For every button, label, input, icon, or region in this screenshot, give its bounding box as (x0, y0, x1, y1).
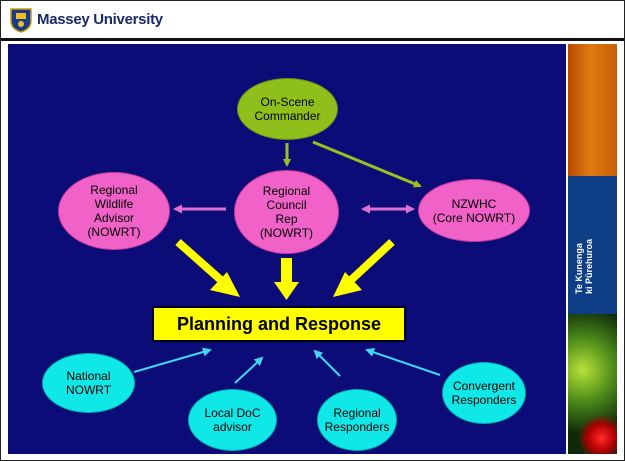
convergent-responders-node: Convergent Responders (442, 362, 526, 424)
nzwhc-node: NZWHC (Core NOWRT) (418, 179, 530, 242)
arrow-national (133, 347, 212, 373)
arrow-commander-to-nzwhc (312, 140, 422, 188)
national-nowrt-label: National NOWRT (65, 369, 112, 397)
university-crest-icon (10, 8, 32, 33)
blue-band (568, 176, 617, 314)
national-nowrt-node: National NOWRT (42, 353, 135, 413)
regional-wildlife-advisor-label: Regional Wildlife Advisor (NOWRT) (87, 183, 141, 239)
decorative-sidebar: Te Kunenga ki Pūrehuroa (568, 44, 617, 454)
brand-name: Massey University (37, 11, 163, 28)
red-flower-image (578, 414, 617, 454)
yellow-arrow-right (333, 239, 395, 297)
orange-texture (568, 44, 617, 176)
arrow-local-doc (234, 356, 264, 384)
header: Massey University (1, 1, 624, 39)
arrow-convergent (365, 348, 441, 376)
nzwhc-label: NZWHC (Core NOWRT) (432, 196, 516, 225)
regional-council-rep-label: Regional Council Rep (NOWRT) (259, 184, 314, 240)
yellow-arrow-center (274, 258, 299, 300)
regional-responders-node: Regional Responders (317, 389, 397, 451)
yellow-arrow-left (175, 239, 240, 297)
convergent-responders-label: Convergent Responders (451, 379, 517, 407)
arrow-regional-responders (313, 349, 341, 377)
on-scene-commander-label: On-Scene Commander (254, 95, 321, 123)
planning-and-response-box: Planning and Response (152, 306, 406, 342)
regional-council-rep-node: Regional Council Rep (NOWRT) (234, 170, 339, 254)
local-doc-advisor-node: Local DoC advisor (188, 389, 277, 451)
local-doc-advisor-label: Local DoC advisor (204, 406, 261, 434)
regional-responders-label: Regional Responders (324, 406, 390, 434)
on-scene-commander-node: On-Scene Commander (237, 78, 338, 140)
header-divider (1, 38, 624, 41)
regional-wildlife-advisor-node: Regional Wildlife Advisor (NOWRT) (58, 172, 170, 250)
